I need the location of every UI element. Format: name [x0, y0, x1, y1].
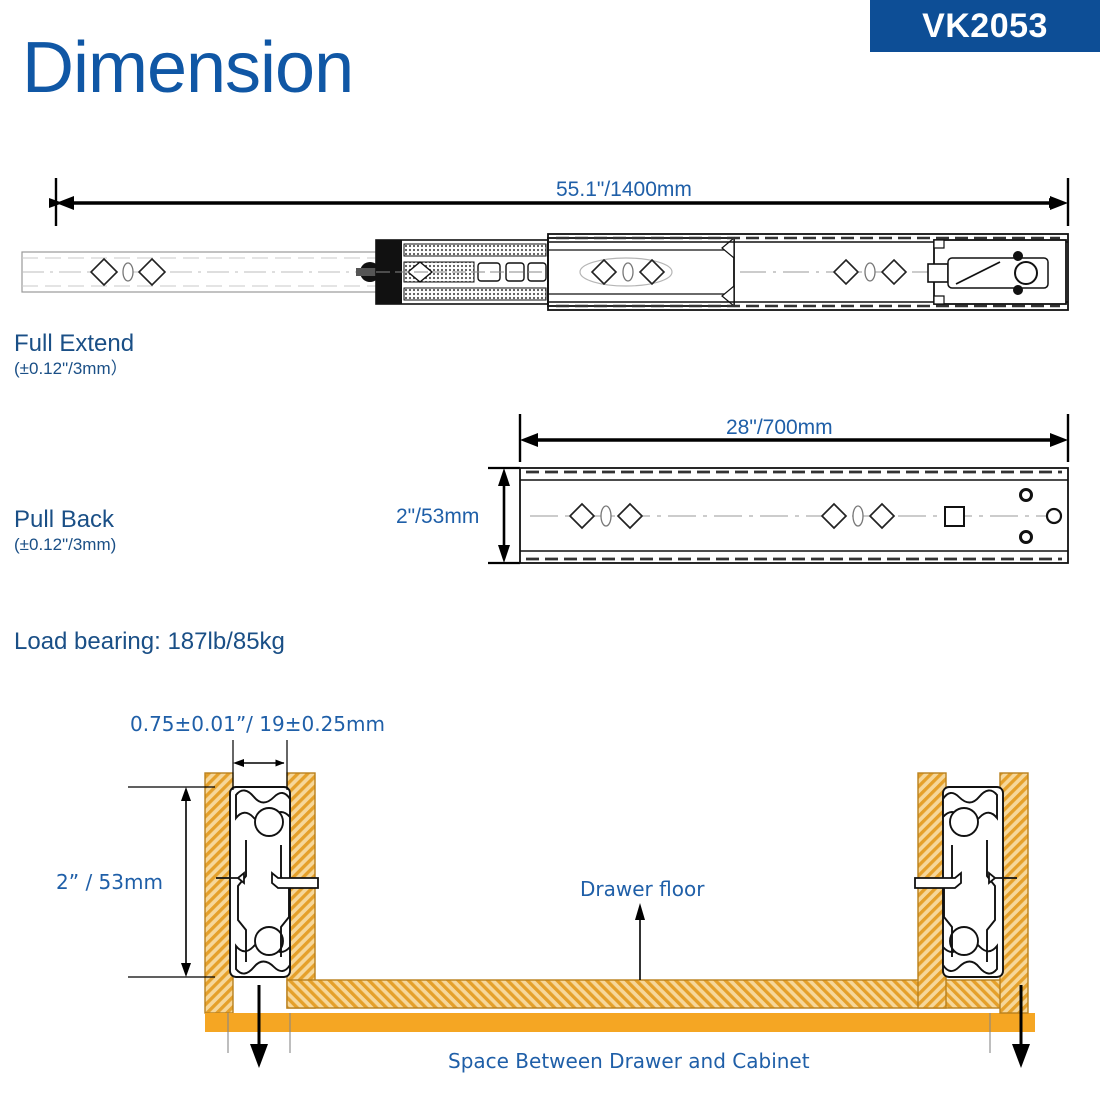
pull-back-length-label: 28"/700mm [726, 416, 833, 439]
inner-rail-segment [21, 251, 383, 293]
slide-profile-left [229, 786, 291, 978]
drawer-floor-pointer [635, 903, 645, 980]
ball-bearing-carriage [375, 239, 549, 305]
gap-arrow-right [989, 985, 1030, 1068]
cabinet-wall-left [204, 772, 234, 1014]
pull-back-tolerance: (±0.12"/3mm) [14, 534, 117, 554]
cross-section-left [128, 740, 1035, 1068]
full-extend-tolerance: (±0.12"/3mm） [14, 358, 128, 378]
slide-pins-right [914, 871, 1017, 889]
full-extend-slide-assembly [21, 233, 1069, 311]
cabinet-wall-right [999, 772, 1029, 1014]
drawer-side-left [286, 772, 316, 1009]
bearing-head [356, 262, 380, 282]
full-extend-name: Full Extend [14, 330, 135, 357]
full-extend-length-label: 55.1"/1400mm [556, 178, 692, 201]
page-title: Dimension [22, 28, 354, 108]
intermediate-rail [547, 236, 735, 308]
cross-section-right [914, 772, 1030, 1068]
outer-rail [547, 233, 1069, 311]
cs-thickness-dimension [232, 740, 288, 790]
pull-back-name: Pull Back [14, 506, 115, 533]
space-between-label: Space Between Drawer and Cabinet [448, 1049, 810, 1073]
thickness-label: 0.75±0.01”/ 19±0.25mm [130, 712, 385, 736]
space-band [205, 1013, 1035, 1032]
drawer-floor-label: Drawer floor [580, 877, 705, 901]
gap-arrow-left [227, 985, 291, 1068]
slide-profile-right [942, 786, 1004, 978]
slide-pins-left [216, 871, 319, 889]
lock-mechanism [927, 239, 1067, 305]
load-bearing-label: Load bearing: 187lb/85kg [14, 628, 285, 655]
full-extend-label: Full Extend (±0.12"/3mm） [14, 330, 134, 379]
sku-badge: VK2053 [870, 0, 1100, 52]
pull-back-label: Pull Back (±0.12"/3mm) [14, 506, 116, 555]
pull-back-rail [519, 467, 1069, 564]
pull-back-height-label: 2"/53mm [396, 505, 480, 528]
pull-back-height-dimension [488, 466, 520, 565]
drawer-floor-panel [286, 979, 1028, 1009]
drawer-side-right [917, 772, 947, 1009]
cs-height-label: 2” / 53mm [56, 870, 163, 894]
